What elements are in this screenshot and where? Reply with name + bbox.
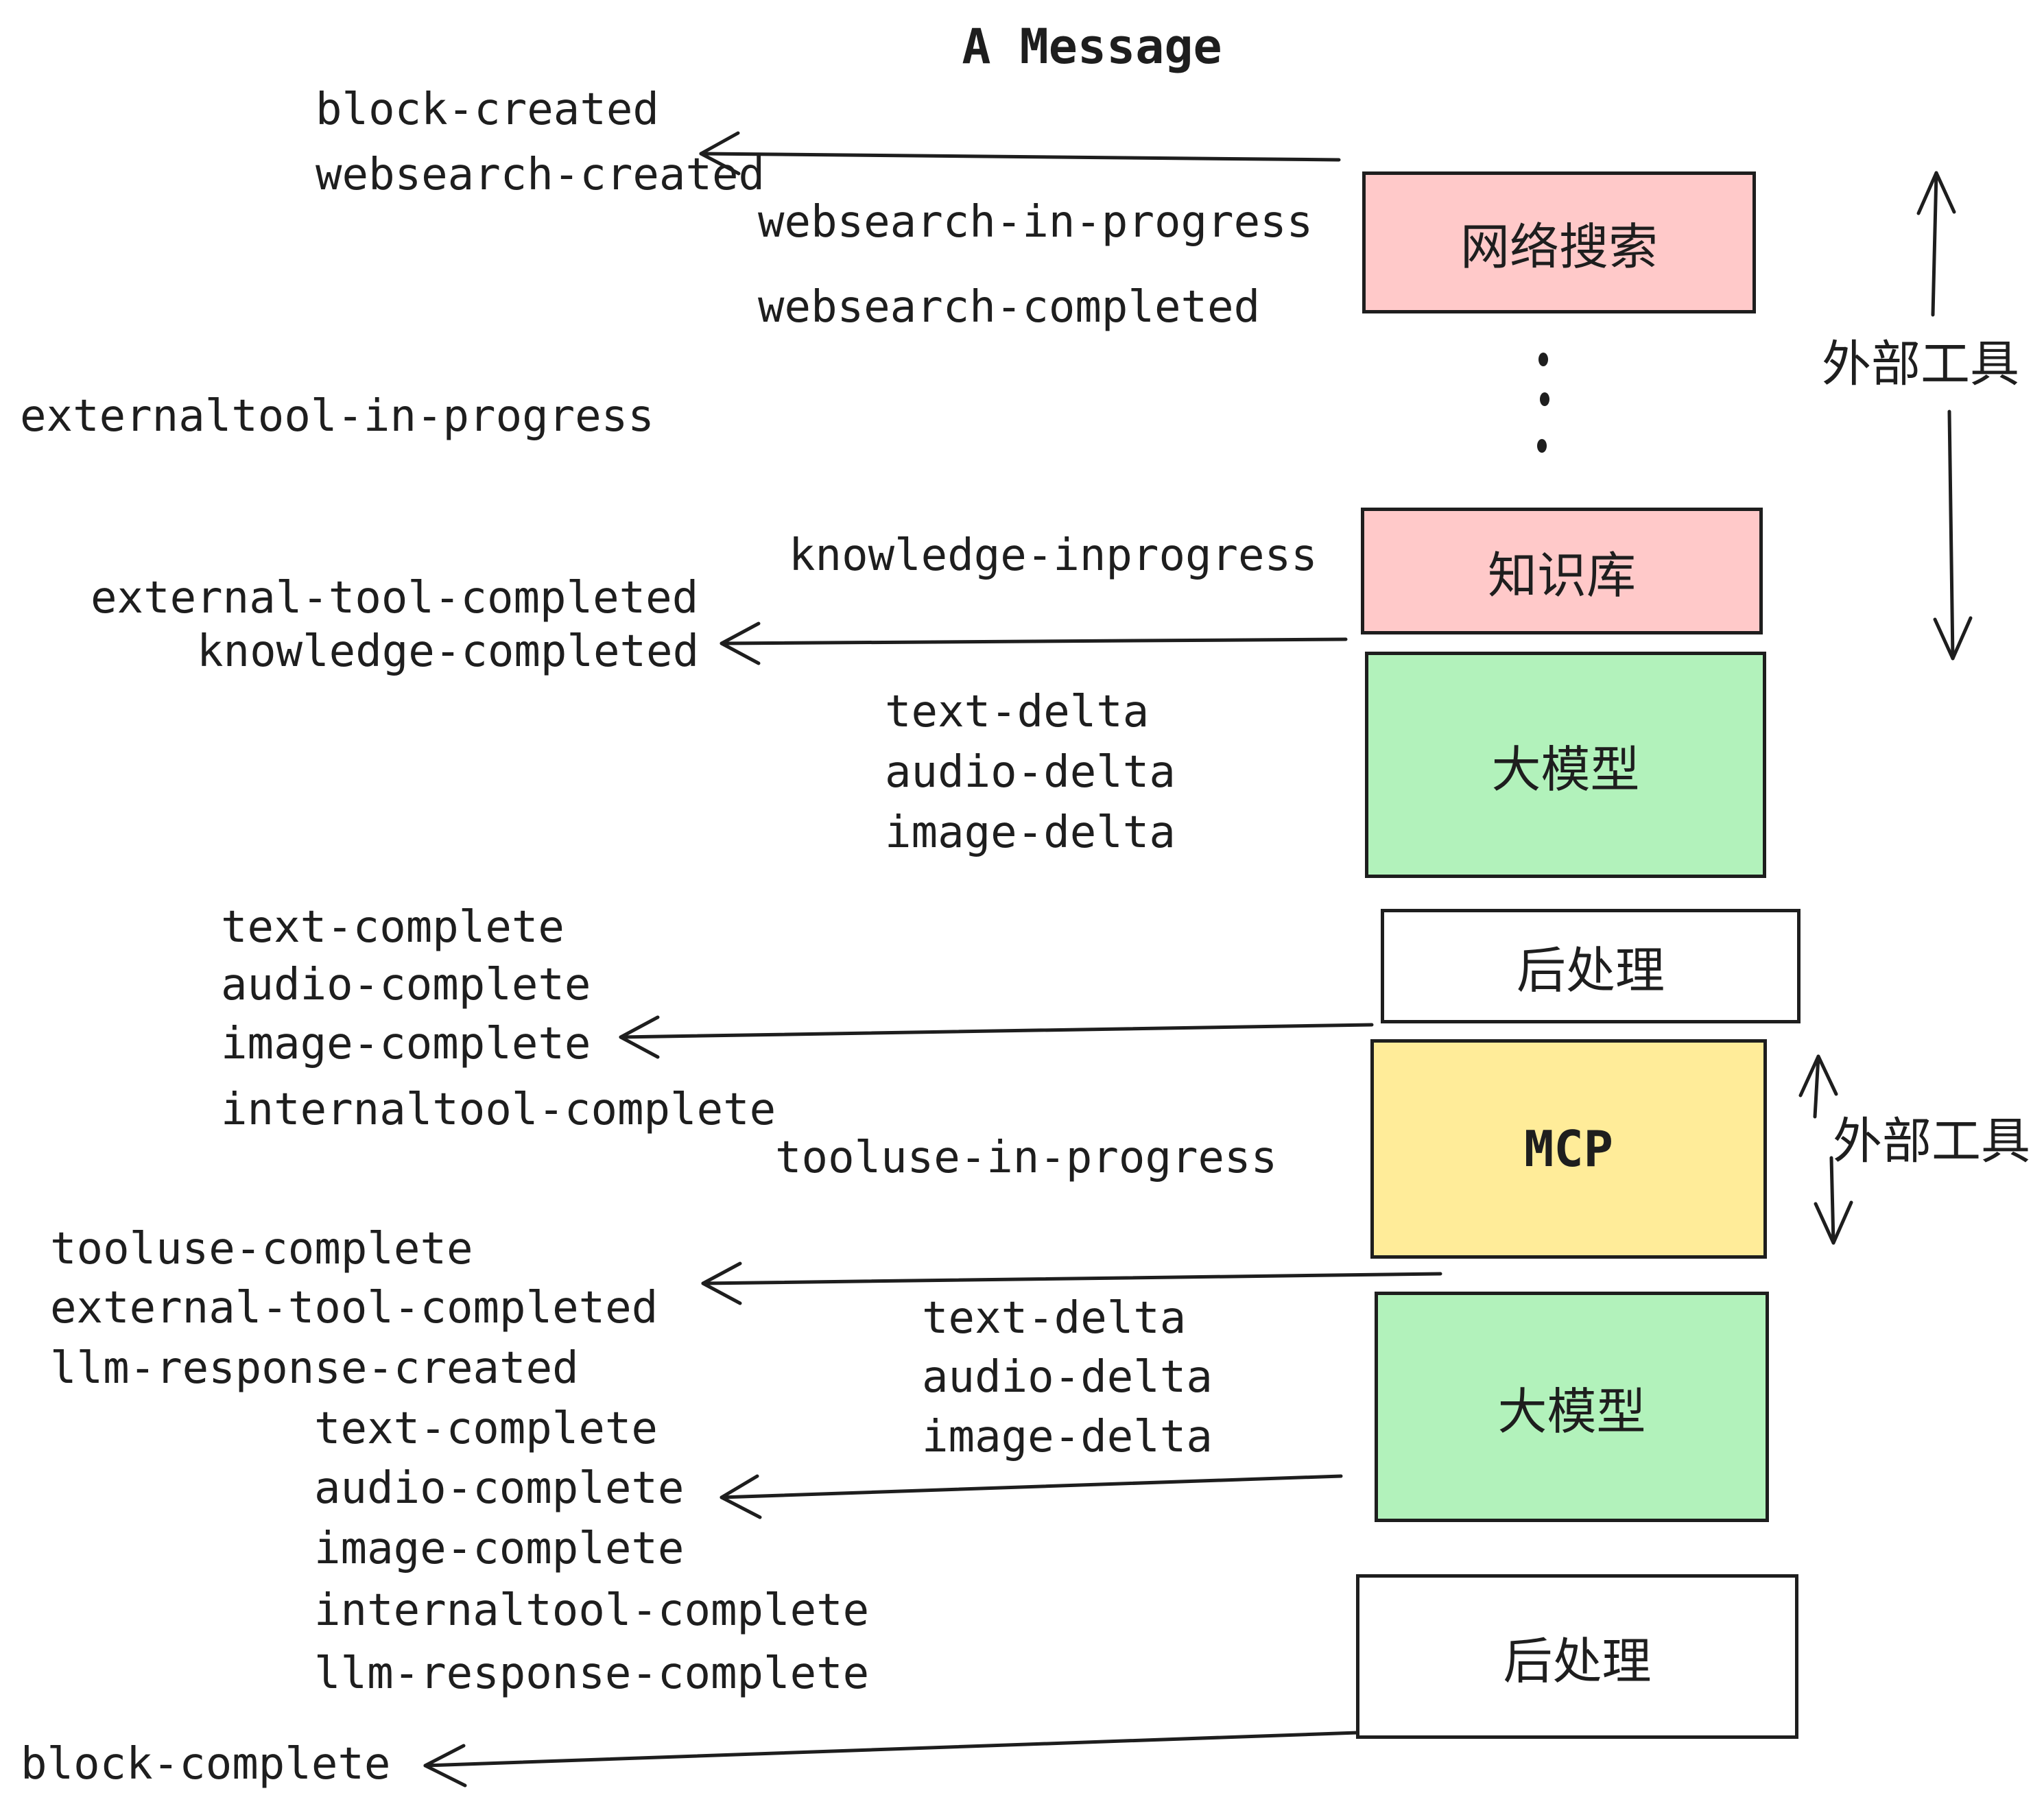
box-llm-top-label: 大模型 — [1491, 740, 1640, 798]
box-postprocess-bottom: 后处理 — [1356, 1574, 1798, 1739]
arrow-websearch-to-created-head — [699, 131, 741, 176]
event-image-complete-1: image-complete — [221, 1019, 591, 1069]
arrow-websearch-to-created-shaft — [699, 152, 1341, 162]
event-internaltool-complete-2: internaltool-complete — [314, 1585, 870, 1636]
arrow-post-to-image-complete-head — [619, 1015, 660, 1059]
event-tooluse-in-progress: tooluse-in-progress — [775, 1132, 1278, 1183]
event-audio-delta-1: audio-delta — [885, 747, 1176, 798]
event-knowledge-completed: knowledge-completed — [197, 626, 700, 677]
box-websearch: 网络搜索 — [1362, 171, 1756, 313]
event-image-delta-1: image-delta — [885, 807, 1176, 858]
event-text-complete-2: text-complete — [314, 1403, 658, 1454]
box-knowledge: 知识库 — [1361, 508, 1763, 634]
arrow-post2-to-block-complete-shaft — [423, 1731, 1359, 1768]
event-internaltool-complete-1: internaltool-complete — [221, 1084, 776, 1135]
external-tools-bottom-down-arrow-shaft — [1829, 1156, 1835, 1245]
event-llm-response-complete: llm-response-complete — [314, 1648, 870, 1699]
box-websearch-label: 网络搜索 — [1460, 218, 1658, 276]
arrow-llm-to-knowledge-completed-shaft — [720, 637, 1348, 645]
external-tools-top-down-arrow-head — [1933, 616, 1973, 661]
external-tools-bottom-up-arrow-shaft — [1813, 1054, 1820, 1119]
event-text-complete-1: text-complete — [221, 902, 565, 953]
external-tools-top-down-arrow-shaft — [1947, 410, 1955, 661]
event-websearch-completed: websearch-completed — [758, 282, 1261, 333]
event-audio-complete-1: audio-complete — [221, 960, 591, 1010]
event-websearch-in-progress: websearch-in-progress — [758, 197, 1314, 248]
box-mcp-label: MCP — [1523, 1120, 1614, 1178]
box-postprocess-top-label: 后处理 — [1516, 942, 1665, 999]
box-llm-bottom: 大模型 — [1375, 1292, 1769, 1522]
box-mcp: MCP — [1370, 1039, 1767, 1259]
event-external-tool-completed-2: external-tool-completed — [50, 1283, 658, 1333]
arrow-llm-to-knowledge-completed-head — [720, 621, 761, 665]
event-external-tool-completed-1: external-tool-completed — [91, 573, 699, 624]
event-text-delta-1: text-delta — [885, 687, 1150, 737]
event-audio-delta-2: audio-delta — [922, 1352, 1213, 1403]
arrow-llm2-to-complete-group-head — [720, 1474, 762, 1519]
box-knowledge-label: 知识库 — [1487, 547, 1636, 604]
box-postprocess-bottom-label: 后处理 — [1503, 1632, 1652, 1690]
event-knowledge-inprogress: knowledge-inprogress — [789, 530, 1318, 581]
side-label-external-tools-bottom: 外部工具 — [1833, 1112, 2031, 1170]
external-tools-bottom-down-arrow-head — [1814, 1200, 1853, 1245]
event-tooluse-complete: tooluse-complete — [50, 1224, 473, 1274]
event-image-delta-2: image-delta — [922, 1412, 1213, 1462]
event-audio-complete-2: audio-complete — [314, 1463, 685, 1514]
diagram-title: A Message — [962, 19, 1222, 75]
external-tools-top-up-arrow-head — [1916, 171, 1956, 215]
side-label-external-tools-top: 外部工具 — [1822, 335, 2020, 393]
box-llm-bottom-label: 大模型 — [1497, 1382, 1646, 1440]
external-tools-top-up-arrow-shaft — [1931, 171, 1938, 317]
external-tools-bottom-up-arrow-head — [1798, 1054, 1838, 1097]
arrow-post-to-image-complete-shaft — [619, 1023, 1374, 1039]
event-image-complete-2: image-complete — [314, 1523, 685, 1574]
box-llm-top: 大模型 — [1365, 652, 1766, 878]
arrow-llm2-to-complete-group-shaft — [720, 1474, 1343, 1499]
event-text-delta-2: text-delta — [922, 1293, 1187, 1344]
event-externaltool-in-progress: externaltool-in-progress — [20, 391, 654, 442]
event-llm-response-created: llm-response-created — [50, 1343, 579, 1394]
arrow-post2-to-block-complete-head — [423, 1744, 467, 1788]
event-block-created: block-created — [316, 84, 659, 135]
arrow-mcp-to-tooluse-complete-shaft — [701, 1272, 1442, 1285]
event-block-complete: block-complete — [21, 1739, 391, 1790]
box-postprocess-top: 后处理 — [1381, 909, 1801, 1023]
ellipsis-dots-icon — [1537, 353, 1549, 453]
arrow-mcp-to-tooluse-complete-head — [701, 1261, 742, 1305]
event-websearch-created: websearch-created — [316, 150, 765, 200]
